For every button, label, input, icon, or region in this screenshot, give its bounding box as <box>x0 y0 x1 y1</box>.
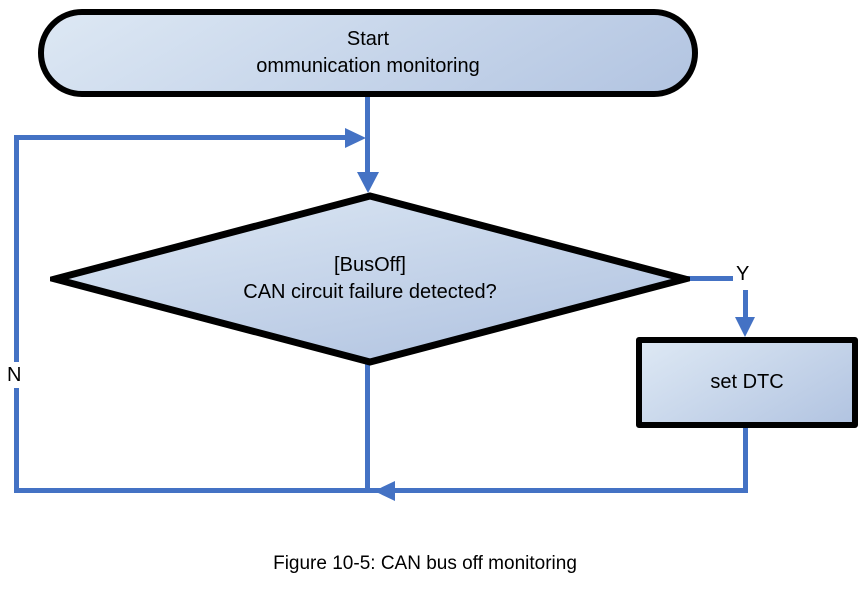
figure-caption: Figure 10-5: CAN bus off monitoring <box>273 553 577 574</box>
decision-diamond-shape <box>50 192 690 366</box>
arrowhead-down-into-dtc-icon <box>735 317 755 337</box>
start-label-line2: ommunication monitoring <box>256 55 480 77</box>
edge-loop-left-vertical <box>14 135 19 493</box>
edge-loop-top-horizontal <box>14 135 345 140</box>
branch-label-no: N <box>4 362 25 388</box>
edge-start-to-decision <box>365 97 370 172</box>
set-dtc-process-node: set DTC <box>636 337 858 428</box>
arrowhead-right-icon <box>345 128 366 148</box>
arrowhead-down-into-decision-icon <box>357 172 379 193</box>
edge-yes-to-dtc-vertical <box>743 290 748 318</box>
edge-decision-bottom-vertical <box>365 362 370 493</box>
start-terminator-node: Start ommunication monitoring <box>38 9 698 97</box>
set-dtc-label: set DTC <box>710 371 784 393</box>
decision-diamond-node <box>50 192 690 366</box>
arrowhead-left-icon <box>374 481 395 501</box>
start-label-line1: Start <box>346 28 390 50</box>
edge-dtc-bottom-vertical <box>743 428 748 488</box>
start-terminator-label: Start ommunication monitoring <box>256 26 479 80</box>
edge-decision-yes-horizontal <box>683 276 737 281</box>
branch-label-yes: Y <box>733 261 753 287</box>
